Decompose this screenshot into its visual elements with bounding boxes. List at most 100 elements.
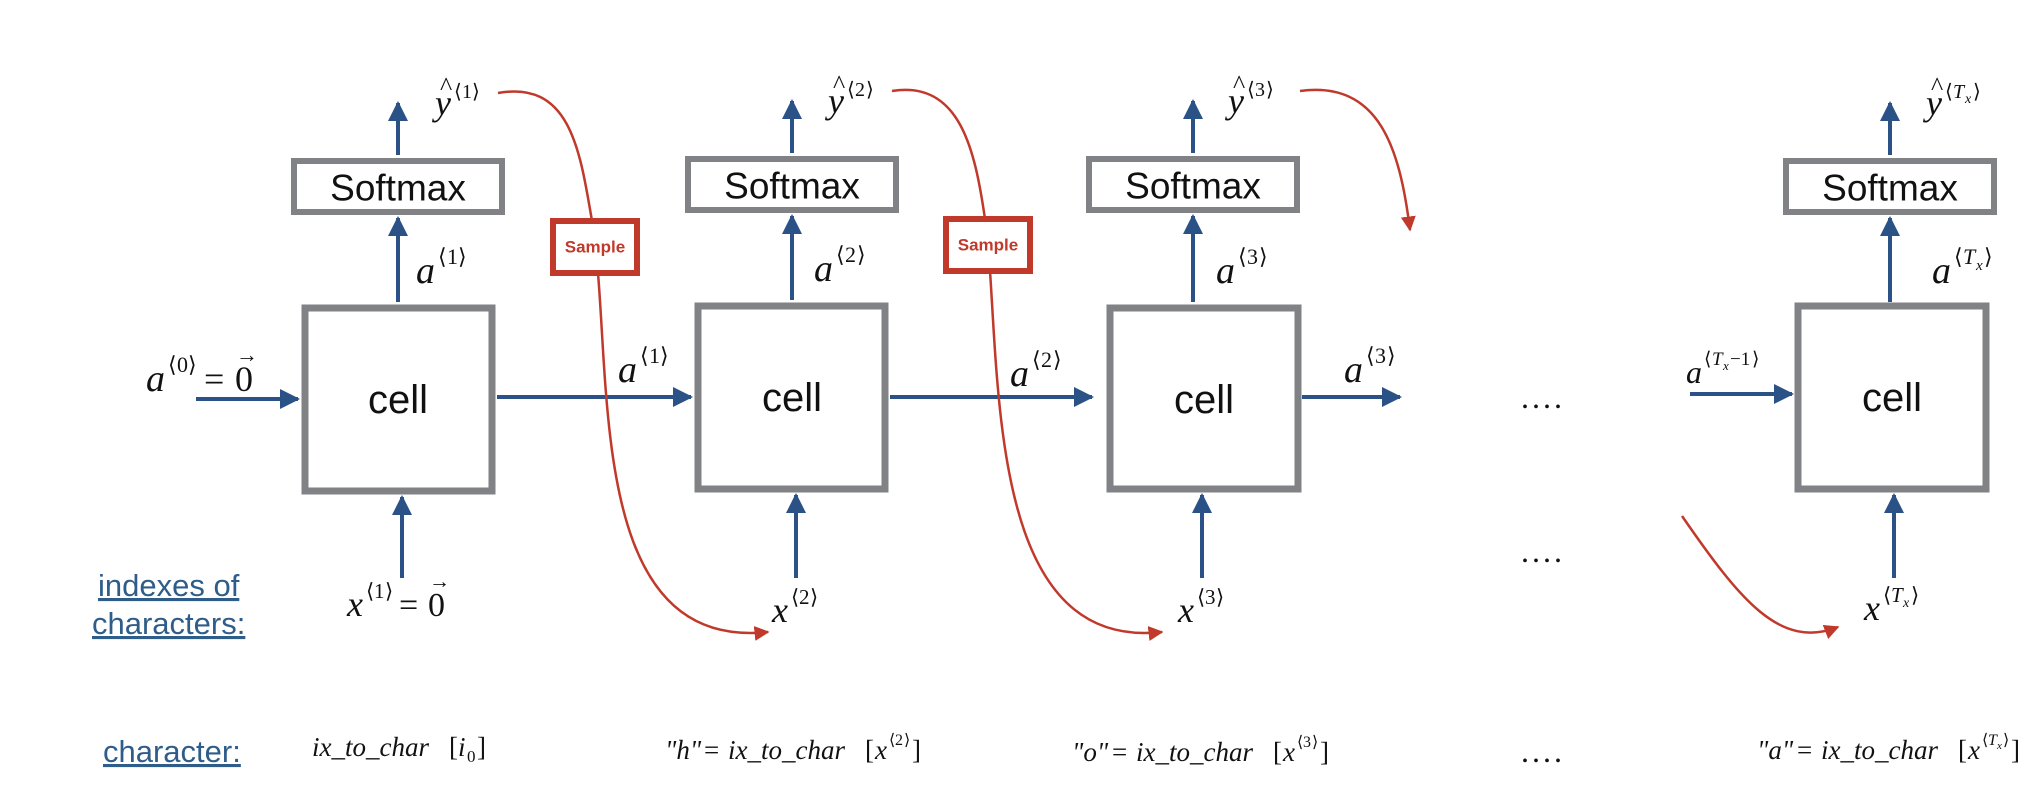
atx-minus1-label: a ⟨ T x −1 ⟩ [1686,349,1759,390]
svg-text:]: ] [2011,735,2020,765]
softmax-label-3: Softmax [1125,166,1261,207]
char-formula-2: "h" = ix_to_char [ x ⟨ 2 ⟩ ] [665,732,921,765]
svg-text:⟩: ⟩ [1216,585,1224,609]
a-label-3: a ⟨ 3 ⟩ [1216,244,1268,292]
svg-text:y: y [1225,81,1244,121]
svg-text:⟩: ⟩ [1312,734,1318,751]
x2-label: x ⟨ 2 ⟩ [771,585,818,630]
svg-text:⟨: ⟨ [1238,244,1247,269]
ellipsis-hidden-state: .... [1521,379,1565,415]
svg-text:⟩: ⟩ [458,244,467,269]
svg-text:[: [ [1958,735,1967,765]
svg-text:2: 2 [799,585,810,609]
svg-text:3: 3 [1255,79,1265,101]
svg-text:−1: −1 [1730,349,1750,370]
svg-text:⟩: ⟩ [857,242,866,267]
svg-text:]: ] [912,735,921,765]
xtx-label: x ⟨ T x ⟩ [1863,583,1919,628]
svg-text:x: x [874,735,887,765]
svg-text:3: 3 [1247,244,1258,269]
svg-text:T: T [1891,583,1904,607]
svg-text:⟩: ⟩ [1259,244,1268,269]
svg-text:]: ] [477,732,486,762]
svg-text:⟩: ⟩ [188,352,197,377]
svg-text:a: a [1932,250,1951,292]
svg-text:3: 3 [1303,734,1311,751]
svg-text:⟨: ⟨ [1366,343,1375,368]
svg-text:T: T [1712,349,1724,370]
svg-text:1: 1 [649,343,660,368]
svg-text:→: → [236,342,258,367]
softmax-label-2: Softmax [724,166,860,207]
svg-text:1: 1 [447,244,458,269]
softmax-label-tx: Softmax [1822,168,1958,209]
svg-text:T: T [1988,732,1998,749]
svg-text:⟨: ⟨ [889,732,895,749]
svg-text:a: a [1216,250,1235,292]
svg-text:3: 3 [1375,343,1386,368]
svg-text:a: a [416,250,435,292]
svg-text:2: 2 [855,79,865,101]
svg-text:y: y [825,81,844,121]
svg-text:^: ^ [1931,72,1943,101]
ellipsis-indexes: .... [1521,533,1565,569]
svg-text:^: ^ [440,72,452,101]
svg-text:"a": "a" [1757,735,1794,765]
svg-text:x: x [1863,588,1880,628]
svg-text:1: 1 [374,579,385,603]
svg-text:x: x [1177,590,1194,630]
sample-curve-3 [1299,88,1416,232]
yhat-label-1: y ^ ⟨ 1 ⟩ [432,72,480,123]
svg-text:ix_to_char: ix_to_char [312,732,429,762]
svg-text:"o": "o" [1072,737,1109,767]
cell-box-1 [301,304,496,495]
svg-text:⟨: ⟨ [1197,585,1205,609]
cell-label-tx: cell [1862,376,1922,420]
a-label-tx: a ⟨ T x ⟩ [1932,244,1993,292]
svg-text:⟨: ⟨ [1032,347,1041,372]
svg-text:⟩: ⟩ [1752,349,1759,370]
svg-text:⟩: ⟩ [1911,583,1919,607]
softmax-box-1 [291,158,505,215]
svg-text:=: = [399,587,418,624]
cell-box-3 [1106,304,1302,493]
svg-text:⟨: ⟨ [168,352,177,377]
softmax-label-1: Softmax [330,168,466,209]
x3-label: x ⟨ 3 ⟩ [1177,585,1224,630]
svg-text:⟩: ⟩ [1053,347,1062,372]
svg-text:=: = [204,359,224,399]
svg-text:⟩: ⟩ [1973,81,1981,103]
svg-text:→: → [429,569,450,593]
sample-label-1: Sample [565,238,625,257]
indexes-of-characters-label-line2: characters: [92,606,245,641]
svg-text:=: = [704,735,719,765]
svg-text:x: x [1964,92,1972,107]
svg-text:x: x [1996,740,2002,752]
svg-text:0: 0 [235,359,253,399]
svg-text:⟨: ⟨ [1883,583,1891,607]
svg-text:x: x [771,590,788,630]
svg-text:x: x [346,584,363,624]
svg-text:T: T [1963,244,1977,269]
svg-text:⟨: ⟨ [791,585,799,609]
svg-text:=: = [1112,737,1127,767]
a1-horizontal-label: a ⟨ 1 ⟩ [618,343,669,391]
sample-box-1 [550,218,640,276]
svg-text:⟩: ⟩ [866,79,874,101]
svg-text:⟩: ⟩ [2003,732,2009,749]
sample-box-2 [943,216,1033,274]
cell-label-3: cell [1174,378,1234,422]
a0-init-label: a ⟨ 0 ⟩ = 0 → [146,342,258,400]
svg-text:⟨: ⟨ [1297,734,1303,751]
svg-text:"h": "h" [665,735,702,765]
svg-text:a: a [1344,349,1363,391]
svg-text:a: a [1010,353,1029,395]
cell-label-1: cell [368,378,428,422]
svg-text:[: [ [865,735,874,765]
svg-text:⟩: ⟩ [904,732,910,749]
svg-text:⟨: ⟨ [847,79,855,101]
svg-text:⟨: ⟨ [454,81,462,103]
a2-horizontal-label: a ⟨ 2 ⟩ [1010,347,1062,395]
svg-text:⟩: ⟩ [1266,79,1274,101]
